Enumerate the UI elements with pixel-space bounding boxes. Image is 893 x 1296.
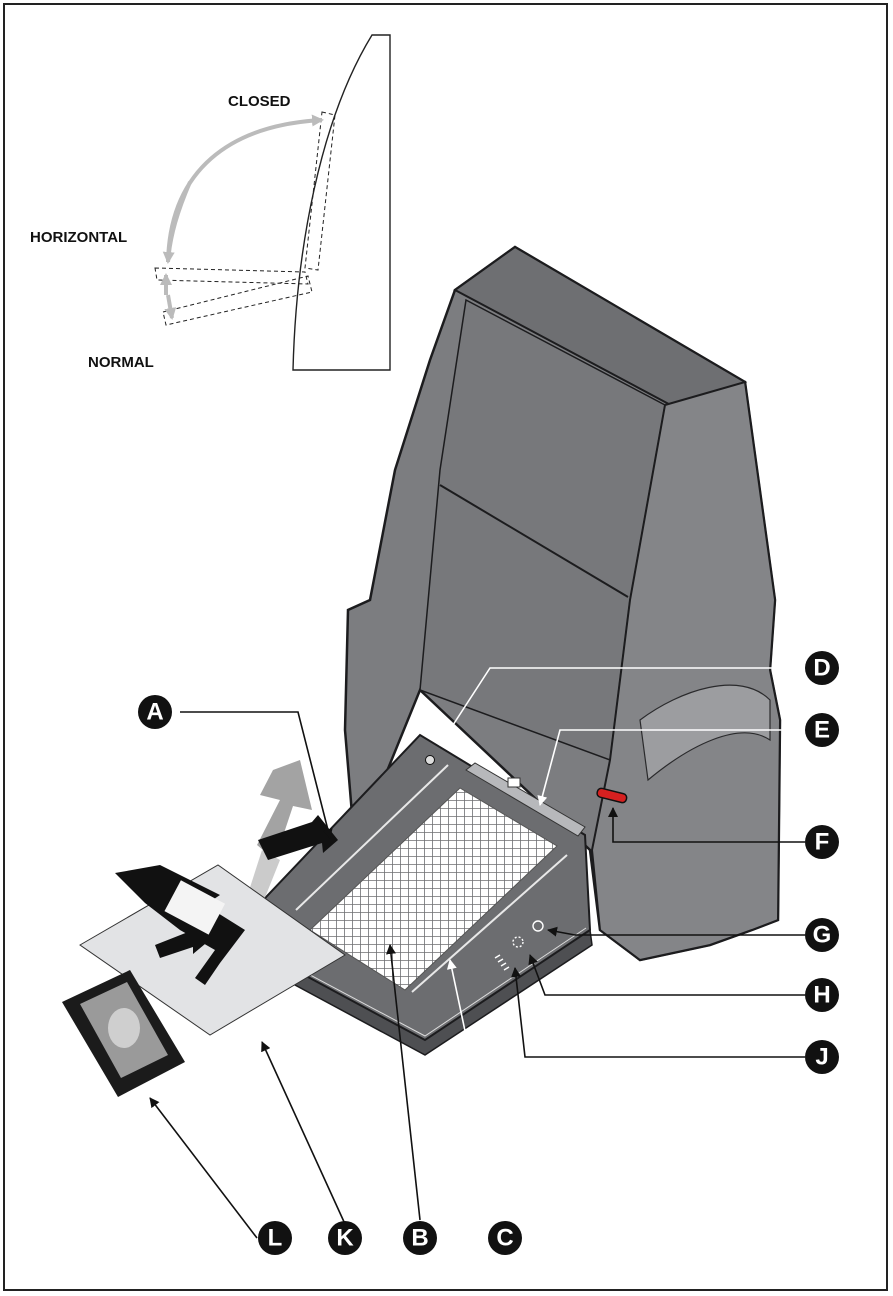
callout-bubble-j <box>805 1040 839 1074</box>
callout-d: D <box>813 655 830 682</box>
page-frame <box>3 3 888 1291</box>
insert-arrow-small <box>155 926 205 958</box>
callout-bubble-h <box>805 978 839 1012</box>
closed-arrow <box>166 114 324 263</box>
label-horizontal: HORIZONTAL <box>30 229 127 246</box>
leader-d <box>439 667 805 746</box>
leader-h <box>528 954 805 996</box>
leader-b <box>386 944 421 1221</box>
callout-h: H <box>813 982 830 1009</box>
photo-face <box>108 1008 140 1048</box>
leader-g <box>547 926 805 937</box>
callout-a: A <box>146 699 163 726</box>
leader-f <box>608 807 805 843</box>
down-arrow <box>164 294 177 320</box>
guide-slit-right <box>411 854 568 993</box>
callout-c: C <box>496 1225 513 1252</box>
status-indicator-light <box>596 787 628 804</box>
leader-j <box>511 967 805 1058</box>
device-side-outline <box>292 34 391 371</box>
film-window <box>164 880 226 935</box>
film-holder <box>115 865 245 985</box>
lid-horizontal-outline <box>154 267 309 285</box>
leader-k <box>261 1041 346 1225</box>
scan-glass-grid <box>309 787 558 991</box>
lid-normal-outline <box>162 275 313 326</box>
side-panel <box>590 380 782 962</box>
callout-bubble-d <box>805 651 839 685</box>
side-handle <box>639 684 771 782</box>
callout-bubble-e <box>805 713 839 747</box>
horizontal-arrow <box>162 181 192 264</box>
callout-bubble-f <box>805 825 839 859</box>
scanner-body <box>343 245 782 962</box>
callout-k: K <box>336 1225 354 1252</box>
carrier-sheet-group <box>62 815 346 1097</box>
callout-l: L <box>268 1225 283 1252</box>
tray-symbols <box>494 920 544 971</box>
callout-b: B <box>411 1225 428 1252</box>
leader-c <box>446 959 506 1221</box>
callout-f: F <box>815 829 830 856</box>
callout-g: G <box>813 922 832 949</box>
callout-bubble-k <box>328 1221 362 1255</box>
front-face-seam <box>439 484 629 598</box>
power-circle-icon <box>532 920 544 932</box>
sensor-hole <box>425 755 435 765</box>
dotted-circle-icon <box>512 936 524 948</box>
lid-position-inset: CLOSED HORIZONTAL NORMAL <box>30 34 391 371</box>
callout-bubble-b <box>403 1221 437 1255</box>
calibration-strip <box>465 762 586 837</box>
callouts: A D E F G H J <box>138 651 839 1255</box>
label-normal: NORMAL <box>88 354 154 371</box>
callout-j: J <box>815 1044 828 1071</box>
callout-bubble-c <box>488 1221 522 1255</box>
leader-l <box>149 1097 258 1239</box>
lid-closed-outline <box>304 111 336 271</box>
leader-a <box>180 711 333 839</box>
insert-arrow-large <box>258 815 338 860</box>
strip-marker <box>507 777 521 788</box>
label-closed: CLOSED <box>228 93 291 110</box>
callout-bubble-l <box>258 1221 292 1255</box>
leader-e <box>537 729 805 806</box>
callout-bubble-a <box>138 695 172 729</box>
callout-bubble-g <box>805 918 839 952</box>
guide-slit-left <box>295 764 449 911</box>
callout-e: E <box>814 717 830 744</box>
